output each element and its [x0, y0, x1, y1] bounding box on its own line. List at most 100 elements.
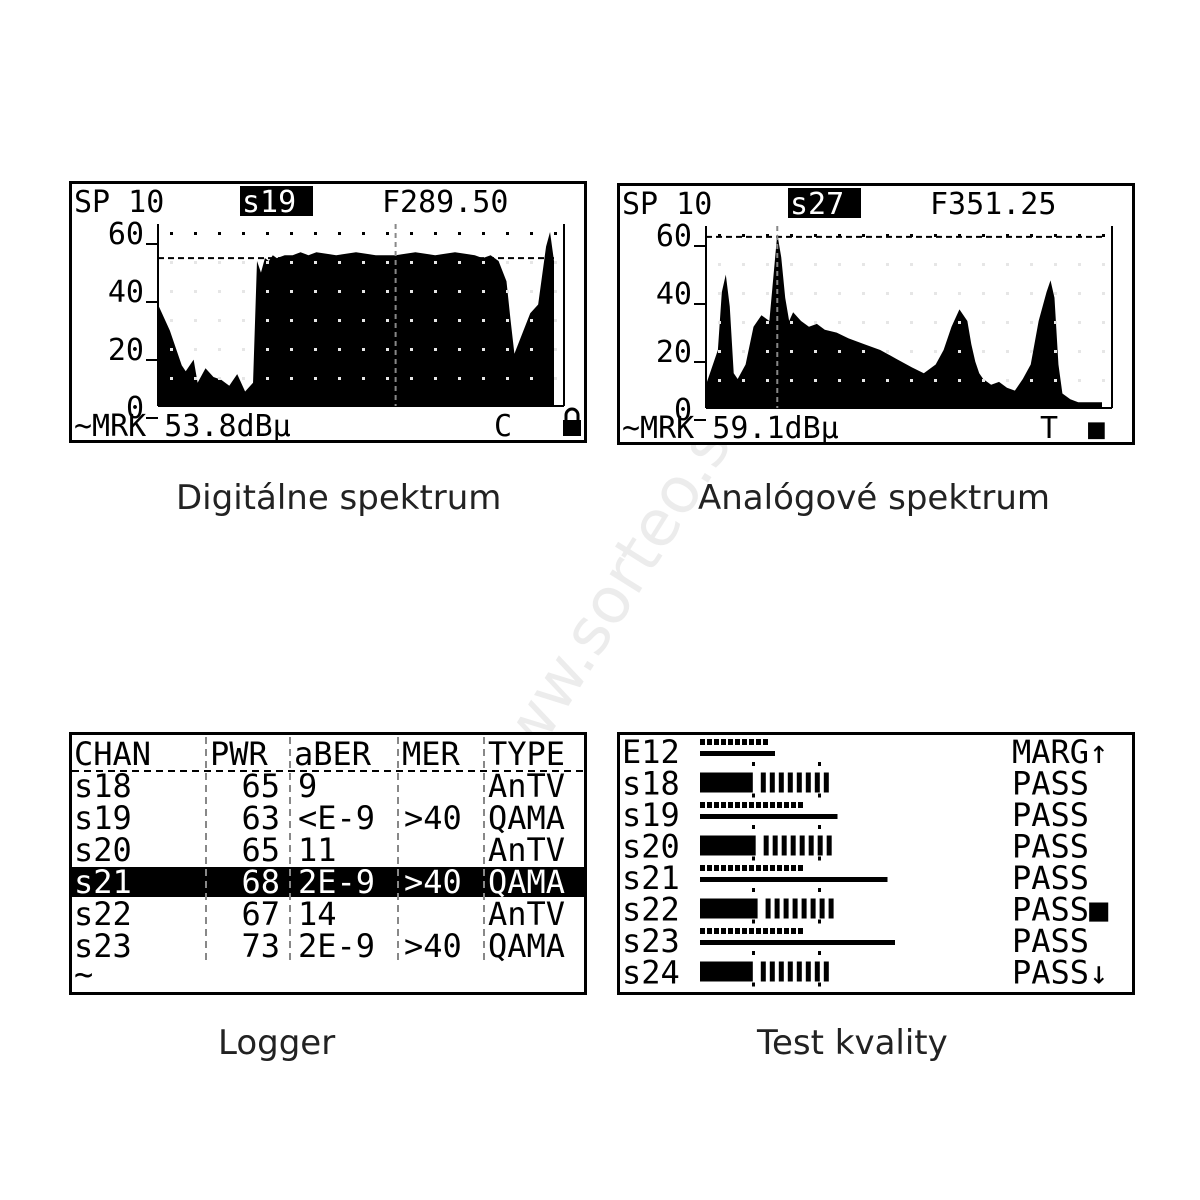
channel-highlight: [788, 188, 861, 218]
y-tick-label: 40: [108, 275, 144, 310]
quality-bar-segment: [823, 772, 829, 793]
spectrum-grid-dot: [194, 290, 197, 293]
spectrum-grid-dot: [1054, 350, 1057, 353]
y-tick-label: 20: [108, 333, 144, 368]
spectrum-grid-dot: [434, 261, 437, 264]
analog-caption: Analógové spektrum: [698, 478, 1051, 518]
spectrum-grid-dot: [886, 292, 889, 295]
grid-dot: [506, 232, 509, 235]
row-status: MARG↑: [1012, 735, 1108, 771]
quality-bar-dot: [728, 802, 733, 808]
spectrum-grid-dot: [506, 377, 509, 380]
spectrum-grid-dot: [290, 377, 293, 380]
spectrum-grid-dot: [1030, 321, 1033, 324]
y-tick-label: 60: [108, 217, 144, 252]
quality-bar-dot: [728, 865, 733, 871]
spectrum-grid-dot: [482, 348, 485, 351]
quality-bar-dot: [791, 802, 796, 808]
cell-aber: 2E-9: [298, 927, 375, 965]
quality-bar-segment: [760, 961, 766, 982]
quality-bar-segment: [765, 898, 771, 919]
tick-dot: [818, 982, 821, 987]
spectrum-grid-dot: [982, 350, 985, 353]
cell-mer: >40: [404, 927, 462, 965]
spectrum-grid-dot: [1102, 379, 1105, 382]
row-status: PASS: [1012, 828, 1089, 866]
spectrum-grid-dot: [482, 319, 485, 322]
tick-dot: [818, 762, 821, 766]
cell-chan: s19: [74, 799, 132, 837]
spectrum-area: [158, 232, 554, 406]
grid-dot: [242, 232, 245, 235]
channel-label: s27: [790, 187, 844, 222]
spectrum-grid-dot: [362, 348, 365, 351]
quality-caption: Test kvality: [757, 1023, 948, 1063]
y-tick-label: 60: [656, 219, 692, 254]
grid-dot: [910, 234, 913, 237]
y-tick-label: 0: [126, 391, 144, 426]
spectrum-grid-dot: [554, 290, 557, 293]
quality-bar-dot: [700, 739, 705, 745]
spectrum-grid-dot: [1030, 292, 1033, 295]
spectrum-grid-dot: [838, 350, 841, 353]
row-channel: s23: [622, 922, 680, 960]
spectrum-grid-dot: [718, 350, 721, 353]
spectrum-grid-dot: [482, 261, 485, 264]
spectrum-grid-dot: [170, 261, 173, 264]
quality-bar-dot: [721, 865, 726, 871]
quality-bar-segment: [828, 898, 834, 919]
header-aber: aBER: [294, 735, 372, 773]
footer-symbol: ~: [74, 955, 93, 992]
spectrum-grid-dot: [506, 290, 509, 293]
spectrum-grid-dot: [170, 319, 173, 322]
quality-bar-dot: [714, 802, 719, 808]
spectrum-grid-dot: [766, 379, 769, 382]
quality-bar-segment: [787, 961, 793, 982]
tick-dot: [818, 825, 821, 829]
spectrum-grid-dot: [290, 319, 293, 322]
row-channel: s21: [622, 859, 680, 897]
quality-bar-dot: [700, 802, 705, 808]
grid-dot: [886, 234, 889, 237]
cell-aber: 11: [298, 831, 337, 869]
spectrum-grid-dot: [718, 379, 721, 382]
cell-type: AnTV: [488, 895, 565, 933]
spectrum-grid-dot: [982, 321, 985, 324]
spectrum-grid-dot: [362, 319, 365, 322]
spectrum-grid-dot: [362, 377, 365, 380]
spectrum-grid-dot: [554, 261, 557, 264]
grid-dot: [218, 232, 221, 235]
quality-bar-dot: [763, 928, 768, 934]
spectrum-grid-dot: [934, 263, 937, 266]
spectrum-grid-dot: [982, 379, 985, 382]
spectrum-grid-dot: [910, 379, 913, 382]
quality-bar-dot: [735, 802, 740, 808]
spectrum-grid-dot: [982, 263, 985, 266]
spectrum-grid-dot: [338, 261, 341, 264]
spectrum-grid-dot: [718, 263, 721, 266]
channel-highlight: [240, 186, 313, 216]
row-status: PASS: [1012, 765, 1089, 803]
spectrum-grid-dot: [886, 379, 889, 382]
spectrum-grid-dot: [742, 321, 745, 324]
tick-dot: [818, 919, 821, 924]
cell-pwr: 73: [241, 927, 280, 965]
spectrum-grid-dot: [1102, 321, 1105, 324]
quality-bar-segment: [769, 961, 775, 982]
spectrum-grid-dot: [1054, 263, 1057, 266]
spectrum-grid-dot: [338, 290, 341, 293]
grid-dot: [1006, 234, 1009, 237]
cell-type: QAMA: [488, 863, 565, 901]
cell-type: AnTV: [488, 831, 565, 869]
spectrum-grid-dot: [1078, 379, 1081, 382]
spectrum-grid-dot: [386, 348, 389, 351]
spectrum-grid-dot: [218, 348, 221, 351]
quality-bar-dot: [714, 739, 719, 745]
spectrum-grid-dot: [958, 350, 961, 353]
row-channel: s20: [622, 828, 680, 866]
spectrum-grid-dot: [410, 348, 413, 351]
quality-bar-dot: [742, 865, 747, 871]
spectrum-grid-dot: [862, 263, 865, 266]
spectrum-grid-dot: [838, 263, 841, 266]
spectrum-grid-dot: [194, 319, 197, 322]
